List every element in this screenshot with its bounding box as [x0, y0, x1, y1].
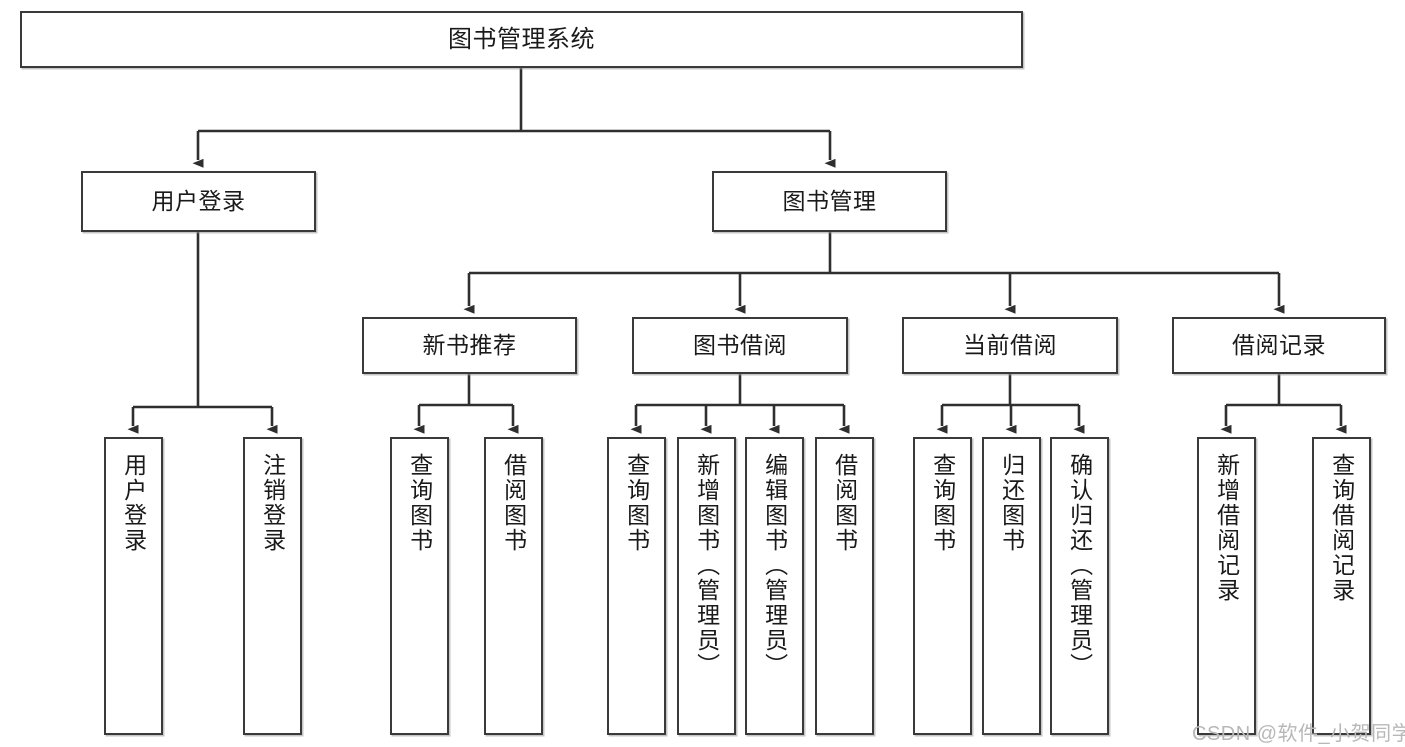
leaf-add-book-admin[interactable]: 新增图书（管理员）: [677, 437, 736, 735]
node-label: 注销登录: [259, 453, 286, 553]
node-label: 图书管理系统: [448, 25, 595, 53]
leaf-query-book-recommend[interactable]: 查询图书: [390, 437, 449, 735]
node-label: 图书借阅: [693, 332, 787, 359]
leaf-borrow-book-recommend[interactable]: 借阅图书: [484, 437, 543, 735]
node-current-borrow[interactable]: 当前借阅: [902, 317, 1118, 374]
node-label: 用户登录: [120, 453, 147, 553]
node-label: 查询图书: [929, 453, 956, 553]
node-book-borrow[interactable]: 图书借阅: [632, 317, 848, 374]
watermark-text: CSDN @软件_小贺同学: [1192, 723, 1405, 745]
node-book-manage[interactable]: 图书管理: [712, 171, 947, 232]
node-label: 新书推荐: [422, 332, 517, 359]
node-label: 新增图书（管理员）: [693, 453, 720, 678]
leaf-edit-book-admin[interactable]: 编辑图书（管理员）: [745, 437, 804, 735]
node-label: 确认归还（管理员）: [1066, 453, 1093, 678]
leaf-query-book-current[interactable]: 查询图书: [913, 437, 972, 735]
node-label: 新增借阅记录: [1213, 453, 1240, 603]
node-label: 借阅记录: [1232, 332, 1326, 359]
node-label: 图书管理: [782, 188, 877, 215]
leaf-return-book[interactable]: 归还图书: [982, 437, 1041, 735]
node-label: 借阅图书: [500, 453, 527, 553]
leaf-logout[interactable]: 注销登录: [243, 437, 302, 735]
leaf-borrow-book[interactable]: 借阅图书: [815, 437, 874, 735]
node-label: 用户登录: [151, 188, 246, 215]
leaf-query-book-borrow[interactable]: 查询图书: [607, 437, 666, 735]
node-root-system[interactable]: 图书管理系统: [20, 11, 1023, 68]
leaf-add-borrow-record[interactable]: 新增借阅记录: [1197, 437, 1256, 735]
node-new-book-recommend[interactable]: 新书推荐: [362, 317, 577, 374]
leaf-user-login[interactable]: 用户登录: [104, 437, 163, 735]
node-borrow-record[interactable]: 借阅记录: [1172, 317, 1386, 374]
node-label: 查询借阅记录: [1328, 453, 1355, 603]
node-user-login[interactable]: 用户登录: [81, 171, 316, 232]
node-label: 编辑图书（管理员）: [761, 453, 788, 678]
node-label: 当前借阅: [963, 332, 1057, 359]
leaf-query-borrow-record[interactable]: 查询借阅记录: [1312, 437, 1371, 735]
node-label: 查询图书: [406, 453, 433, 553]
node-label: 查询图书: [623, 453, 650, 553]
node-label: 借阅图书: [831, 453, 858, 553]
node-label: 归还图书: [998, 453, 1025, 553]
leaf-confirm-return-admin[interactable]: 确认归还（管理员）: [1050, 437, 1109, 735]
